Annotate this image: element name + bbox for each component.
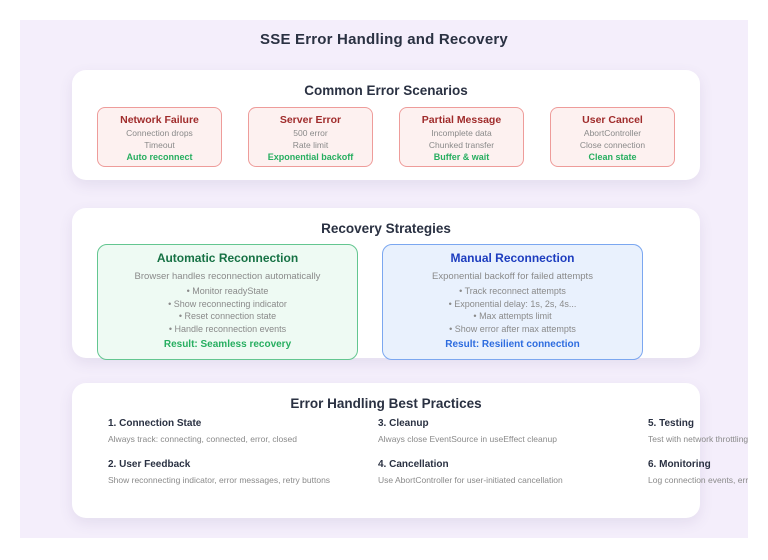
recovery-card-result: Result: Seamless recovery [163,339,292,350]
scenario-card-user-cancel: User Cancel AbortController Close connec… [550,107,675,167]
practice-item-user-feedback: 2. User Feedback Show reconnecting indic… [108,458,353,486]
recovery-card-title: Manual Reconnection [450,251,575,265]
scenario-card-line: Timeout [144,140,175,150]
diagram-canvas: SSE Error Handling and Recovery Common E… [20,20,748,538]
scenario-cards-row: Network Failure Connection drops Timeout… [72,98,700,167]
scenario-card-line: Incomplete data [431,128,492,138]
scenario-card-line: Close connection [579,140,646,150]
scenario-card-title: User Cancel [582,114,643,126]
recovery-bullet: Show reconnecting indicator [104,298,351,311]
scenario-card-line: Chunked transfer [428,140,495,150]
scenario-card-action: Auto reconnect [126,152,193,162]
scenario-card-line: Connection drops [126,128,193,138]
practices-panel-title: Error Handling Best Practices [290,396,482,411]
recovery-strategies-panel: Recovery Strategies Automatic Reconnecti… [72,208,700,360]
practice-description: Log connection events, errors, reconn [648,475,748,485]
scenario-card-server-error: Server Error 500 error Rate limit Expone… [248,107,373,167]
practice-heading: 6. Monitoring [648,459,711,470]
scenario-card-action: Exponential backoff [267,152,354,162]
recovery-bullet: Max attempts limit [389,310,636,323]
best-practices-panel: Error Handling Best Practices 1. Connect… [72,383,748,518]
practices-column-3: 5. Testing Test with network throttling,… [648,417,748,499]
recovery-bullet: Track reconnect attempts [389,285,636,298]
practice-item-testing: 5. Testing Test with network throttling,… [648,417,748,445]
recovery-bullet: Reset connection state [104,310,351,323]
practice-description: Test with network throttling, offline mo [648,434,748,444]
practice-item-monitoring: 6. Monitoring Log connection events, err… [648,458,748,486]
practice-heading: 4. Cancellation [378,459,449,470]
scenario-card-line: Rate limit [292,140,329,150]
practice-item-connection-state: 1. Connection State Always track: connec… [108,417,353,445]
recovery-card-subtitle: Browser handles reconnection automatical… [134,271,321,282]
scenario-card-network-failure: Network Failure Connection drops Timeout… [97,107,222,167]
practice-heading: 3. Cleanup [378,418,429,429]
recovery-cards-row: Automatic Reconnection Browser handles r… [72,236,700,360]
practices-column-2: 3. Cleanup Always close EventSource in u… [378,417,623,499]
practice-description: Always close EventSource in useEffect cl… [378,434,557,444]
recovery-card-title: Automatic Reconnection [156,251,299,265]
recovery-bullet: Handle reconnection events [104,323,351,336]
recovery-bullet: Monitor readyState [104,285,351,298]
practice-description: Show reconnecting indicator, error messa… [108,475,331,485]
recovery-card-bullet-list: Monitor readyState Show reconnecting ind… [104,285,351,335]
page-title: SSE Error Handling and Recovery [260,31,508,48]
practices-columns: 1. Connection State Always track: connec… [72,411,748,499]
scenario-card-line: AbortController [583,128,642,138]
scenario-card-partial-message: Partial Message Incomplete data Chunked … [399,107,524,167]
recovery-card-manual: Manual Reconnection Exponential backoff … [382,244,643,360]
recovery-card-automatic: Automatic Reconnection Browser handles r… [97,244,358,360]
recovery-card-result: Result: Resilient connection [445,339,580,350]
practice-heading: 1. Connection State [108,418,202,429]
scenarios-panel-title: Common Error Scenarios [304,83,468,98]
recovery-bullet: Exponential delay: 1s, 2s, 4s... [389,298,636,311]
practice-item-cleanup: 3. Cleanup Always close EventSource in u… [378,417,623,445]
scenario-card-title: Partial Message [421,114,502,126]
recovery-bullet: Show error after max attempts [389,323,636,336]
practice-description: Use AbortController for user-initiated c… [378,475,563,485]
practice-item-cancellation: 4. Cancellation Use AbortController for … [378,458,623,486]
recovery-card-subtitle: Exponential backoff for failed attempts [432,271,593,282]
recovery-panel-title: Recovery Strategies [321,221,451,236]
scenario-card-action: Buffer & wait [433,152,490,162]
recovery-card-bullet-list: Track reconnect attempts Exponential del… [389,285,636,335]
practice-description: Always track: connecting, connected, err… [108,434,297,444]
scenario-card-line: 500 error [293,128,328,138]
scenario-card-action: Clean state [588,152,637,162]
scenario-card-title: Server Error [279,114,342,126]
practice-heading: 2. User Feedback [108,459,191,470]
scenario-card-title: Network Failure [120,114,199,126]
practice-heading: 5. Testing [648,418,694,429]
practices-column-1: 1. Connection State Always track: connec… [108,417,353,499]
common-error-scenarios-panel: Common Error Scenarios Network Failure C… [72,70,700,180]
